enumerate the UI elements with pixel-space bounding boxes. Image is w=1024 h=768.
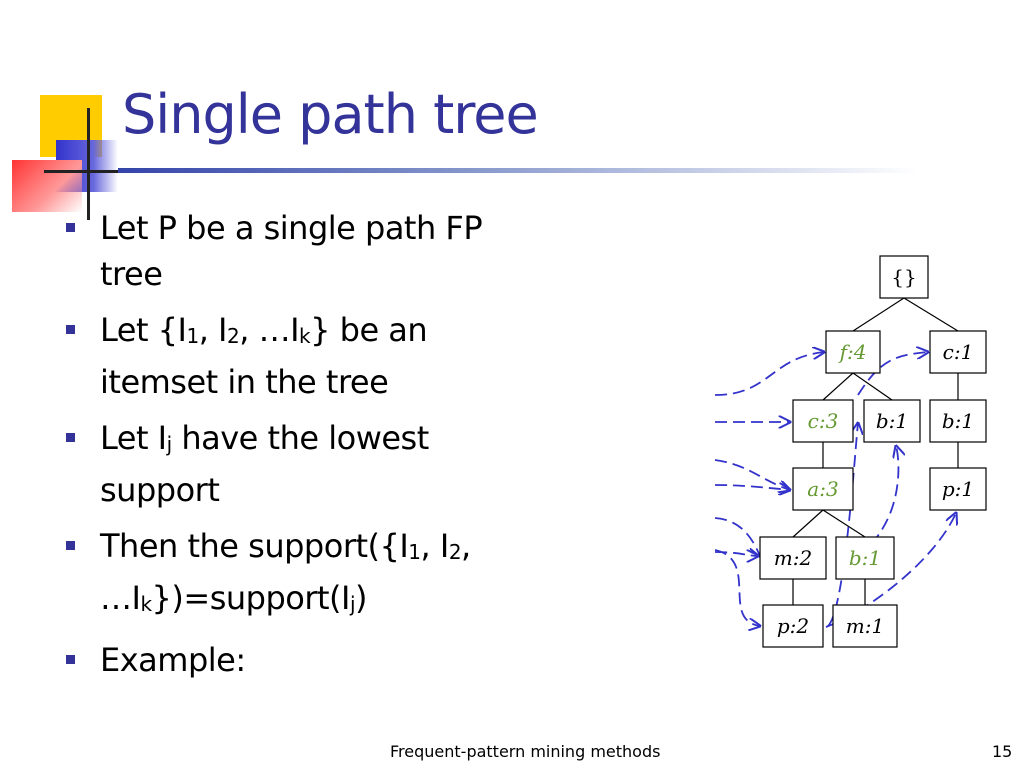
bullet-subscript: j <box>166 432 173 456</box>
bullet-subscript: 2 <box>226 324 240 348</box>
node-link-arrow <box>857 352 928 396</box>
tree-node-box <box>835 536 895 580</box>
tree-node-root: {} <box>879 255 929 299</box>
bullet-subscript: k <box>140 592 152 616</box>
tree-node-box <box>825 330 881 374</box>
fp-tree-diagram: {} f:4 c:1 c:3 b:1 b:1 a:3 p:1 m:2 b:1 p:2 m:1 <box>714 255 987 648</box>
bullet-text: have the lowest support <box>100 419 429 509</box>
bullet-item: Let P be a single path FP tree <box>60 205 510 297</box>
node-link-arrow <box>714 352 824 396</box>
tree-node-label: m:2 <box>774 546 812 570</box>
tree-nodes: {} f:4 c:1 c:3 b:1 b:1 a:3 p:1 m:2 b:1 p:2 m:1 <box>759 255 987 648</box>
tree-node-label: c:1 <box>943 340 974 364</box>
tree-node-box <box>929 399 987 443</box>
bullet-item: Example: <box>60 637 510 683</box>
tree-node-box <box>759 536 827 580</box>
bullet-text: , I <box>420 527 450 565</box>
tree-edge <box>903 297 959 332</box>
node-link-arrow <box>714 485 790 490</box>
tree-node-box <box>792 467 854 511</box>
tree-node-label: f:4 <box>838 340 867 364</box>
bullet-text: })=support(I <box>151 579 351 617</box>
tree-node-label: p:2 <box>777 614 809 638</box>
node-link-arrow <box>827 423 858 627</box>
node-link-arrow <box>714 517 760 556</box>
bullet-text: ) <box>355 579 368 617</box>
tree-node-p1: p:1 <box>929 467 987 511</box>
bullet-text: } be an itemset in the tree <box>100 311 428 401</box>
bullet-text: Let P be a single path FP tree <box>100 209 483 293</box>
node-link-arrow <box>714 549 760 626</box>
bullet-text: Then the support({I <box>100 527 409 565</box>
decor-red-square <box>12 160 82 212</box>
slide-title: Single path tree <box>122 83 539 146</box>
tree-node-box <box>792 399 854 443</box>
bullet-subscript: j <box>349 592 356 616</box>
bullet-subscript: 2 <box>448 540 462 564</box>
tree-node-p2: p:2 <box>762 604 824 648</box>
bullet-subscript: 1 <box>186 324 199 348</box>
title-underline <box>118 168 918 173</box>
tree-node-label: {} <box>891 265 916 289</box>
bullet-item: Let {I1, I2, …Ik} be an itemset in the t… <box>60 307 510 405</box>
tree-edges <box>792 297 959 605</box>
footer-text: Frequent-pattern mining methods <box>390 742 661 761</box>
tree-node-m2: m:2 <box>759 536 827 580</box>
tree-node-a3: a:3 <box>792 467 854 511</box>
decor-vertical-line <box>87 108 90 220</box>
bullet-text: , …I <box>100 527 471 617</box>
bullet-text: Example: <box>100 641 246 679</box>
page-number: 15 <box>992 742 1013 761</box>
tree-node-b1a: b:1 <box>863 399 921 443</box>
tree-node-label: b:1 <box>876 409 908 433</box>
tree-node-box <box>832 604 898 648</box>
tree-node-label: c:3 <box>808 409 839 433</box>
decor-horizontal-line <box>44 170 134 173</box>
tree-node-b1b: b:1 <box>929 399 987 443</box>
bullet-square-icon <box>66 325 75 334</box>
bullet-square-icon <box>66 655 75 664</box>
bullet-text: , I <box>198 311 228 349</box>
bullet-item: Let Ij have the lowest support <box>60 415 510 513</box>
tree-node-f4: f:4 <box>825 330 881 374</box>
tree-node-label: a:3 <box>807 477 838 501</box>
tree-edge <box>852 297 905 332</box>
tree-node-label: m:1 <box>846 614 884 638</box>
tree-edge <box>792 509 824 538</box>
tree-node-b1c: b:1 <box>835 536 895 580</box>
tree-edge <box>822 509 866 538</box>
tree-node-c3: c:3 <box>792 399 854 443</box>
tree-node-box <box>929 467 987 511</box>
tree-node-label: b:1 <box>849 546 881 570</box>
tree-edge <box>822 372 854 401</box>
tree-node-label: p:1 <box>942 477 974 501</box>
bullet-square-icon <box>66 433 75 442</box>
bullet-subscript: 1 <box>408 540 421 564</box>
tree-node-box <box>762 604 824 648</box>
tree-node-label: b:1 <box>942 409 974 433</box>
bullet-text: , …I <box>239 311 299 349</box>
bullet-text: Let I <box>100 419 167 457</box>
bullet-square-icon <box>66 223 75 232</box>
bullet-square-icon <box>66 541 75 550</box>
tree-node-box <box>863 399 921 443</box>
tree-node-c1: c:1 <box>929 330 987 374</box>
tree-edge <box>852 372 893 401</box>
bullet-item: Then the support({I1, I2, …Ik})=support(… <box>60 523 510 627</box>
tree-node-box <box>879 255 929 299</box>
tree-node-m1: m:1 <box>832 604 898 648</box>
bullet-text: Let {I <box>100 311 187 349</box>
bullet-subscript: k <box>299 324 311 348</box>
tree-node-box <box>929 330 987 374</box>
